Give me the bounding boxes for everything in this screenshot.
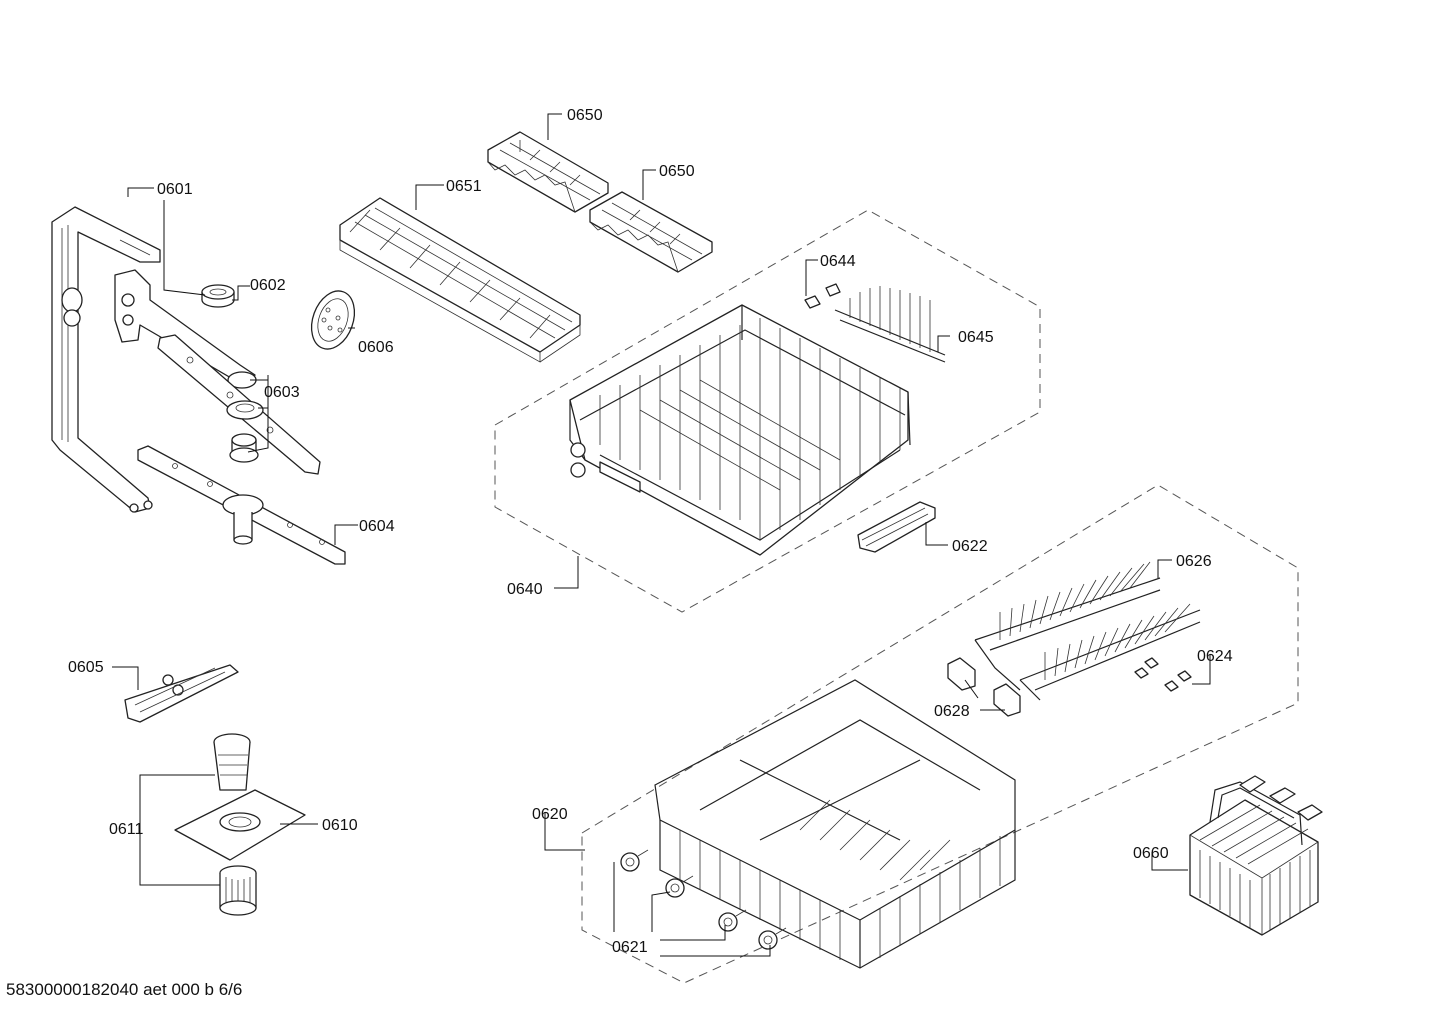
part-0650-rack-top: [487, 131, 609, 213]
label-0645: 0645: [958, 329, 994, 346]
label-0610: 0610: [322, 817, 358, 834]
document-footer-code: 58300000182040 aet 000 b 6/6: [6, 980, 243, 999]
label-0606: 0606: [358, 339, 394, 356]
part-0602-nut: [201, 284, 235, 308]
leader-lines: [112, 113, 1211, 957]
part-0622-handle: [857, 501, 936, 553]
label-0622: 0622: [952, 538, 988, 555]
lower-spray-arm: [137, 445, 346, 565]
part-0628-holders: [947, 657, 1021, 717]
part-0620-lower-basket: [654, 679, 1016, 969]
part-0660-cutlery-basket: [1189, 775, 1323, 936]
part-0645-tine-row: [834, 286, 946, 363]
part-0626-tine-rows: [974, 561, 1201, 701]
label-0651: 0651: [446, 178, 482, 195]
part-0650-rack-bottom: [589, 191, 713, 273]
label-0604: 0604: [359, 518, 395, 535]
label-0644: 0644: [820, 253, 856, 270]
label-0650-top: 0650: [567, 107, 603, 124]
label-0605: 0605: [68, 659, 104, 676]
label-0621: 0621: [612, 939, 648, 956]
lower-basket-group-outline: [581, 484, 1299, 984]
label-0626: 0626: [1176, 553, 1212, 570]
label-0650-bottom: 0650: [659, 163, 695, 180]
label-0601: 0601: [157, 181, 193, 198]
label-0611: 0611: [109, 821, 144, 838]
label-0602: 0602: [250, 277, 286, 294]
part-0644-clip: [804, 283, 841, 309]
part-0610-flat-filter: [174, 789, 306, 861]
part-0605-cover: [124, 664, 239, 723]
label-0660: 0660: [1133, 845, 1169, 862]
part-0611-microfilter: [213, 733, 257, 916]
label-0628: 0628: [934, 703, 970, 720]
part-0624-clips: [1134, 657, 1192, 692]
upper-basket-group-outline: [494, 209, 1041, 613]
label-0624: 0624: [1197, 648, 1233, 665]
part-0606-round-screen: [310, 290, 356, 350]
spray-feed-pipe: [51, 206, 161, 513]
upper-spray-arm-holder: [114, 269, 321, 475]
label-0620: 0620: [532, 806, 568, 823]
part-0621-wheels: [620, 849, 787, 950]
label-0603: 0603: [264, 384, 300, 401]
part-0651-cutlery-tray: [339, 197, 581, 363]
part-0640-upper-basket: [569, 304, 911, 556]
label-0640: 0640: [507, 581, 543, 598]
